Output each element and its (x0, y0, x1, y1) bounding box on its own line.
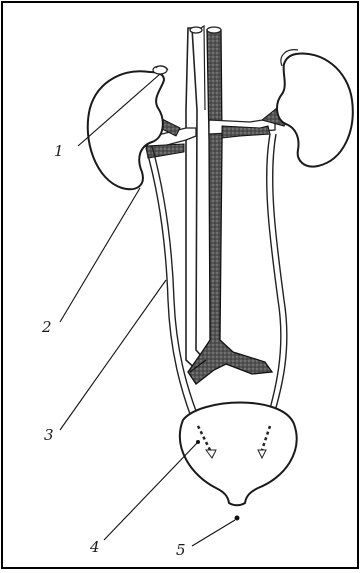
label-2: 2 (41, 318, 52, 336)
right-ureter (264, 134, 287, 430)
urinary-bladder (180, 403, 297, 521)
right-kidney (277, 50, 353, 167)
label-3: 3 (44, 426, 54, 444)
vena-cava (186, 26, 205, 373)
aorta (188, 27, 272, 384)
label-5: 5 (176, 541, 186, 559)
label-1: 1 (54, 142, 64, 160)
label-4: 4 (89, 538, 100, 556)
